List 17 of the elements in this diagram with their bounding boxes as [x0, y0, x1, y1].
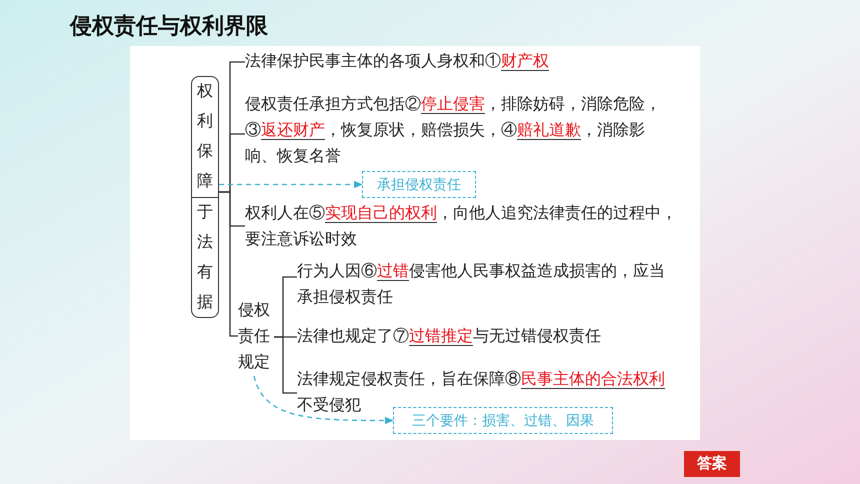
title: 侵权责任与权利界限 — [70, 12, 268, 40]
statement-text: 行为人因⑥过错侵害他人民事权益造成损害的，应当承担侵权责任 — [297, 259, 672, 311]
answer-button: 答案 — [684, 451, 740, 477]
heading-box — [191, 76, 219, 318]
statement-text: 权利人在⑤实现自己的权利，向他人追究法律责任的过程中，要注意诉讼时效 — [245, 201, 681, 253]
note-box: 三个要件：损害、过错、因果 — [393, 407, 613, 434]
statement-text: 法律也规定了⑦过错推定与无过错侵权责任 — [297, 324, 707, 350]
subheading-text: 侵权责任规定 — [238, 298, 274, 376]
heading-text: 权利保障 — [197, 82, 213, 192]
bracket-line — [274, 336, 297, 394]
bracket-line — [219, 191, 238, 337]
statement-text: 侵权责任承担方式包括②停止侵害，排除妨碍，消除危险，③返还财产，恢复原状，赔偿损失，④赔礼道歉，消除影响、恢复名誉 — [245, 92, 665, 170]
dashed-arrow — [253, 376, 394, 424]
heading-text: 于法有据 — [197, 203, 213, 313]
dashed-arrow — [219, 180, 363, 188]
statement-text: 法律保护民事主体的各项人身权和①财产权 — [245, 49, 685, 75]
note-box: 承担侵权责任 — [362, 171, 476, 198]
